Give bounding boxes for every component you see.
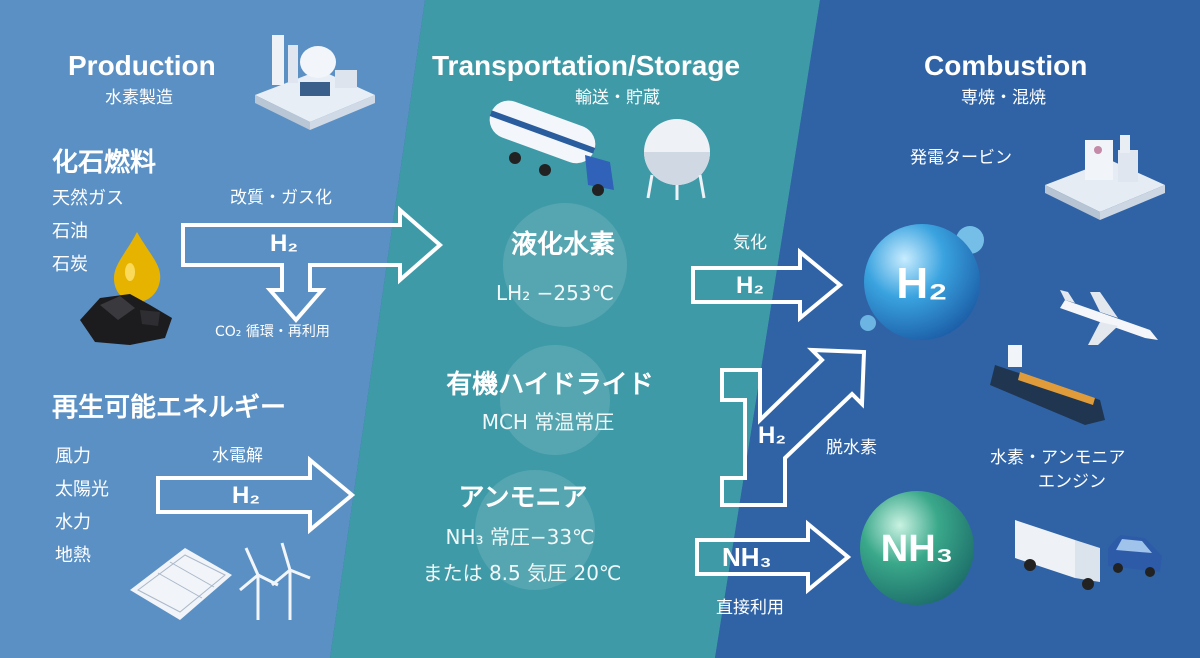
nh3-detail-1: NH₃ 常圧−33℃ <box>445 525 595 549</box>
direct-nh3-arrow <box>695 519 852 595</box>
transport-subheading: 輸送・貯蔵 <box>575 88 660 108</box>
direct-use-label: 直接利用 <box>716 598 784 618</box>
nh3-detail-2: または 8.5 気圧 20℃ <box>422 561 622 585</box>
storage-tank-icon <box>644 119 710 200</box>
fossil-h2-arrow <box>181 205 444 324</box>
direct-arrow-label: NH₃ <box>722 542 772 572</box>
tanker-truck-icon <box>489 100 614 196</box>
mch-title: 有機ハイドライド <box>446 370 654 400</box>
dehydro-arrow-label: H₂ <box>758 422 786 449</box>
fossil-item: 石油 <box>52 221 88 242</box>
nh3-sphere-label: NH₃ <box>880 528 954 570</box>
car-icon <box>1108 535 1162 577</box>
mch-detail: MCH 常温常圧 <box>481 410 615 434</box>
renewable-process-label: 水電解 <box>212 446 263 466</box>
wind-turbine-icon <box>239 542 311 620</box>
renewable-title: 再生可能エネルギー <box>52 393 287 423</box>
fossil-title: 化石燃料 <box>52 148 157 178</box>
bubble-small <box>860 315 876 331</box>
factory-icon <box>255 35 375 130</box>
renewable-h2-arrow <box>156 455 356 535</box>
droplet-icon <box>113 232 161 302</box>
vaporize-arrow-label: H₂ <box>736 272 764 299</box>
combustion-panel <box>715 0 1200 658</box>
truck-icon <box>1015 520 1100 590</box>
transport-heading: Transportation/Storage <box>432 50 741 81</box>
fossil-item: 石炭 <box>52 254 88 275</box>
engine-label-line2: エンジン <box>1038 472 1106 492</box>
fossil-arrow-label: H₂ <box>270 230 298 257</box>
lh2-detail: LH₂ −253℃ <box>496 281 614 305</box>
dehydrogenation-label: 脱水素 <box>826 438 877 458</box>
turbine-label: 発電タービン <box>910 148 1012 168</box>
co2-note: CO₂ 循環・再利用 <box>215 324 330 340</box>
airplane-icon <box>1060 290 1158 345</box>
nh3-sphere <box>860 491 974 605</box>
nh3-glow <box>475 470 595 590</box>
coal-icon <box>80 294 172 345</box>
production-panel <box>0 0 425 658</box>
renewable-item: 風力 <box>55 446 91 467</box>
lh2-glow <box>503 203 627 327</box>
mch-glow <box>500 345 610 455</box>
nh3-title: アンモニア <box>458 483 588 513</box>
dehydrogenation-arrow <box>720 347 867 507</box>
vaporize-label: 気化 <box>733 233 767 253</box>
renewable-arrow-label: H₂ <box>232 482 260 509</box>
h2-sphere-label: H₂ <box>896 259 948 308</box>
renewable-item: 水力 <box>55 512 91 533</box>
power-plant-icon <box>1045 135 1165 220</box>
lh2-title: 液化水素 <box>510 230 616 260</box>
fossil-process-label: 改質・ガス化 <box>230 188 332 208</box>
combustion-heading: Combustion <box>924 50 1088 81</box>
engine-label-line1: 水素・アンモニア <box>990 448 1126 468</box>
ship-icon <box>990 345 1105 425</box>
production-subheading: 水素製造 <box>105 88 173 108</box>
h2-sphere <box>864 224 980 340</box>
renewable-item: 地熱 <box>55 545 91 566</box>
fossil-item: 天然ガス <box>52 188 124 209</box>
solar-panel-icon <box>130 548 232 620</box>
production-heading: Production <box>68 50 216 81</box>
vaporize-arrow <box>691 247 844 323</box>
combustion-subheading: 専焼・混焼 <box>961 88 1046 108</box>
renewable-item: 太陽光 <box>55 479 109 500</box>
